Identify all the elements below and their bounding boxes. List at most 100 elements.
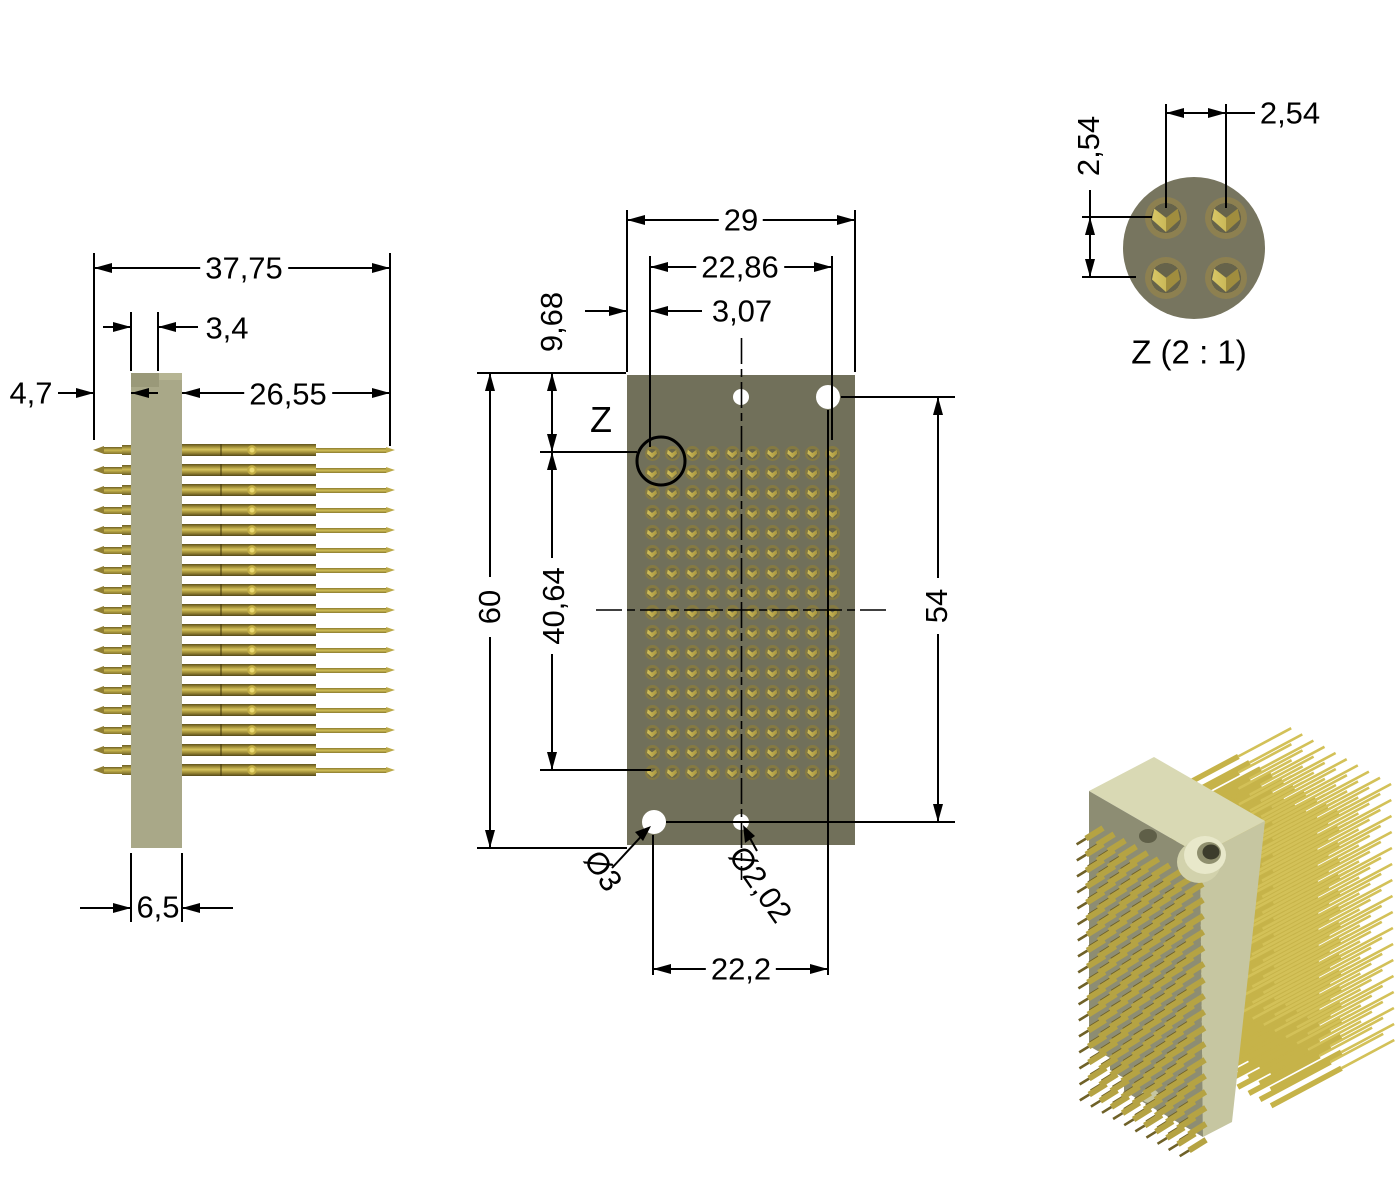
front-pin — [804, 764, 820, 780]
front-pin — [784, 744, 800, 760]
detail-body — [1123, 177, 1265, 319]
front-pin — [744, 525, 760, 541]
front-pin — [684, 445, 700, 461]
front-pin — [684, 505, 700, 521]
front-pin — [784, 704, 800, 720]
front-pin — [664, 545, 680, 561]
front-pin — [644, 505, 660, 521]
front-pin — [724, 684, 740, 700]
front-pin — [764, 625, 780, 641]
front-pin — [684, 605, 700, 621]
dim-pin-span-y: 40,64 — [536, 558, 571, 654]
front-pin — [644, 585, 660, 601]
front-pin — [804, 645, 820, 660]
front-pin — [644, 684, 660, 700]
front-pin — [704, 664, 720, 680]
front-pin — [664, 724, 680, 740]
front-pin — [724, 704, 740, 720]
front-pin — [664, 505, 680, 521]
front-pin — [704, 684, 720, 700]
centerlines — [596, 338, 890, 880]
front-pin — [724, 485, 740, 501]
front-pin — [804, 485, 820, 501]
front-pin — [724, 664, 740, 680]
front-pin — [724, 645, 740, 660]
dim-left-tail: 4,7 — [9, 375, 53, 411]
front-pin — [684, 485, 700, 501]
dim-hole-span-x: 22,2 — [705, 953, 777, 985]
front-pin — [684, 625, 700, 641]
front-pin — [704, 585, 720, 601]
iso-hole-top — [1139, 829, 1157, 843]
front-pin — [804, 605, 820, 621]
front-pin — [784, 585, 800, 601]
front-pin — [744, 585, 760, 601]
front-pin — [644, 525, 660, 541]
connector-body-side — [131, 373, 182, 848]
front-pin — [684, 724, 700, 740]
front-pin — [804, 664, 820, 680]
front-pin — [804, 625, 820, 641]
front-pin — [704, 625, 720, 641]
front-pin — [664, 565, 680, 581]
front-pin — [744, 645, 760, 660]
front-pin — [784, 645, 800, 660]
front-pin — [704, 565, 720, 581]
front-pin — [744, 744, 760, 760]
front-pin — [684, 684, 700, 700]
front-pin — [764, 605, 780, 621]
front-pin — [764, 645, 780, 660]
front-pin — [664, 605, 680, 621]
dim-overall-length: 37,75 — [200, 252, 288, 284]
front-pin — [644, 664, 660, 680]
front-pin — [644, 605, 660, 621]
dim-plate-width: 29 — [718, 204, 764, 236]
front-pin — [704, 445, 720, 461]
front-pin — [664, 445, 680, 461]
front-pin — [764, 485, 780, 501]
front-pin — [744, 664, 760, 680]
front-pin — [724, 465, 740, 481]
front-pin — [664, 525, 680, 541]
front-pin — [804, 465, 820, 481]
front-pin — [704, 525, 720, 541]
detail-pin — [1145, 257, 1187, 299]
front-pin — [784, 505, 800, 521]
front-pin — [704, 704, 720, 720]
front-pin — [724, 764, 740, 780]
front-pin — [744, 724, 760, 740]
front-pin — [704, 724, 720, 740]
front-pin — [704, 545, 720, 561]
front-pin — [804, 744, 820, 760]
front-pin — [684, 744, 700, 760]
front-pin — [764, 585, 780, 601]
front-pin — [724, 724, 740, 740]
front-pin — [664, 485, 680, 501]
front-pin — [744, 684, 760, 700]
front-pin — [804, 704, 820, 720]
front-pin — [764, 465, 780, 481]
front-pin — [724, 525, 740, 541]
front-pin — [724, 585, 740, 601]
front-pin — [704, 605, 720, 621]
front-pin — [784, 664, 800, 680]
front-pin — [764, 525, 780, 541]
iso-boss-cylinder — [1177, 836, 1226, 883]
dim-edge-margin: 3,07 — [711, 293, 773, 329]
front-pin — [724, 625, 740, 641]
arrowheads — [76, 108, 1226, 974]
front-pin — [804, 684, 820, 700]
iso-short-pins — [1075, 825, 1208, 1158]
dim-pitch-x: 2,54 — [1259, 95, 1321, 131]
front-pin — [644, 764, 660, 780]
front-pin — [644, 744, 660, 760]
front-pin — [784, 764, 800, 780]
front-pin — [644, 485, 660, 501]
dimension-linework — [58, 104, 1255, 975]
front-pin — [744, 625, 760, 641]
front-pin — [804, 525, 820, 541]
front-pin — [644, 704, 660, 720]
front-pin — [724, 744, 740, 760]
front-pin — [764, 545, 780, 561]
front-pin — [664, 585, 680, 601]
